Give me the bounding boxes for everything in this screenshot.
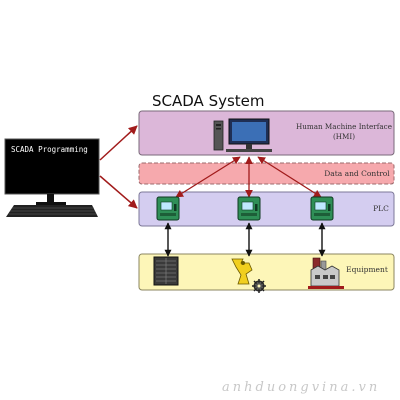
watermark-text: anhduongvina.vn xyxy=(222,380,380,395)
programming-label: SCADA Programming xyxy=(11,145,88,154)
factory-icon xyxy=(308,257,344,289)
hmi-computer-icon xyxy=(213,118,272,152)
equipment-label: Equipment xyxy=(346,265,388,274)
plc-3-icon xyxy=(310,196,334,221)
programming-to-hmi-arrow xyxy=(99,125,138,161)
data-control-label: Data and Control xyxy=(324,169,390,178)
server-rack-icon xyxy=(153,256,179,286)
hmi-label-line2: (HMI) xyxy=(333,132,355,141)
hmi-label-line1: Human Machine Interface xyxy=(296,122,392,131)
plc-1-icon xyxy=(156,196,180,221)
plc-label: PLC xyxy=(373,204,389,213)
plc-2-icon xyxy=(237,196,261,221)
programming-to-plc-arrow xyxy=(99,175,138,209)
robot-arm-icon xyxy=(231,258,266,293)
diagram-title: SCADA System xyxy=(152,92,265,110)
hmi-plc3-arrow xyxy=(257,156,322,198)
programming-computer-icon xyxy=(4,138,100,217)
hmi-plc1-arrow xyxy=(175,156,241,198)
